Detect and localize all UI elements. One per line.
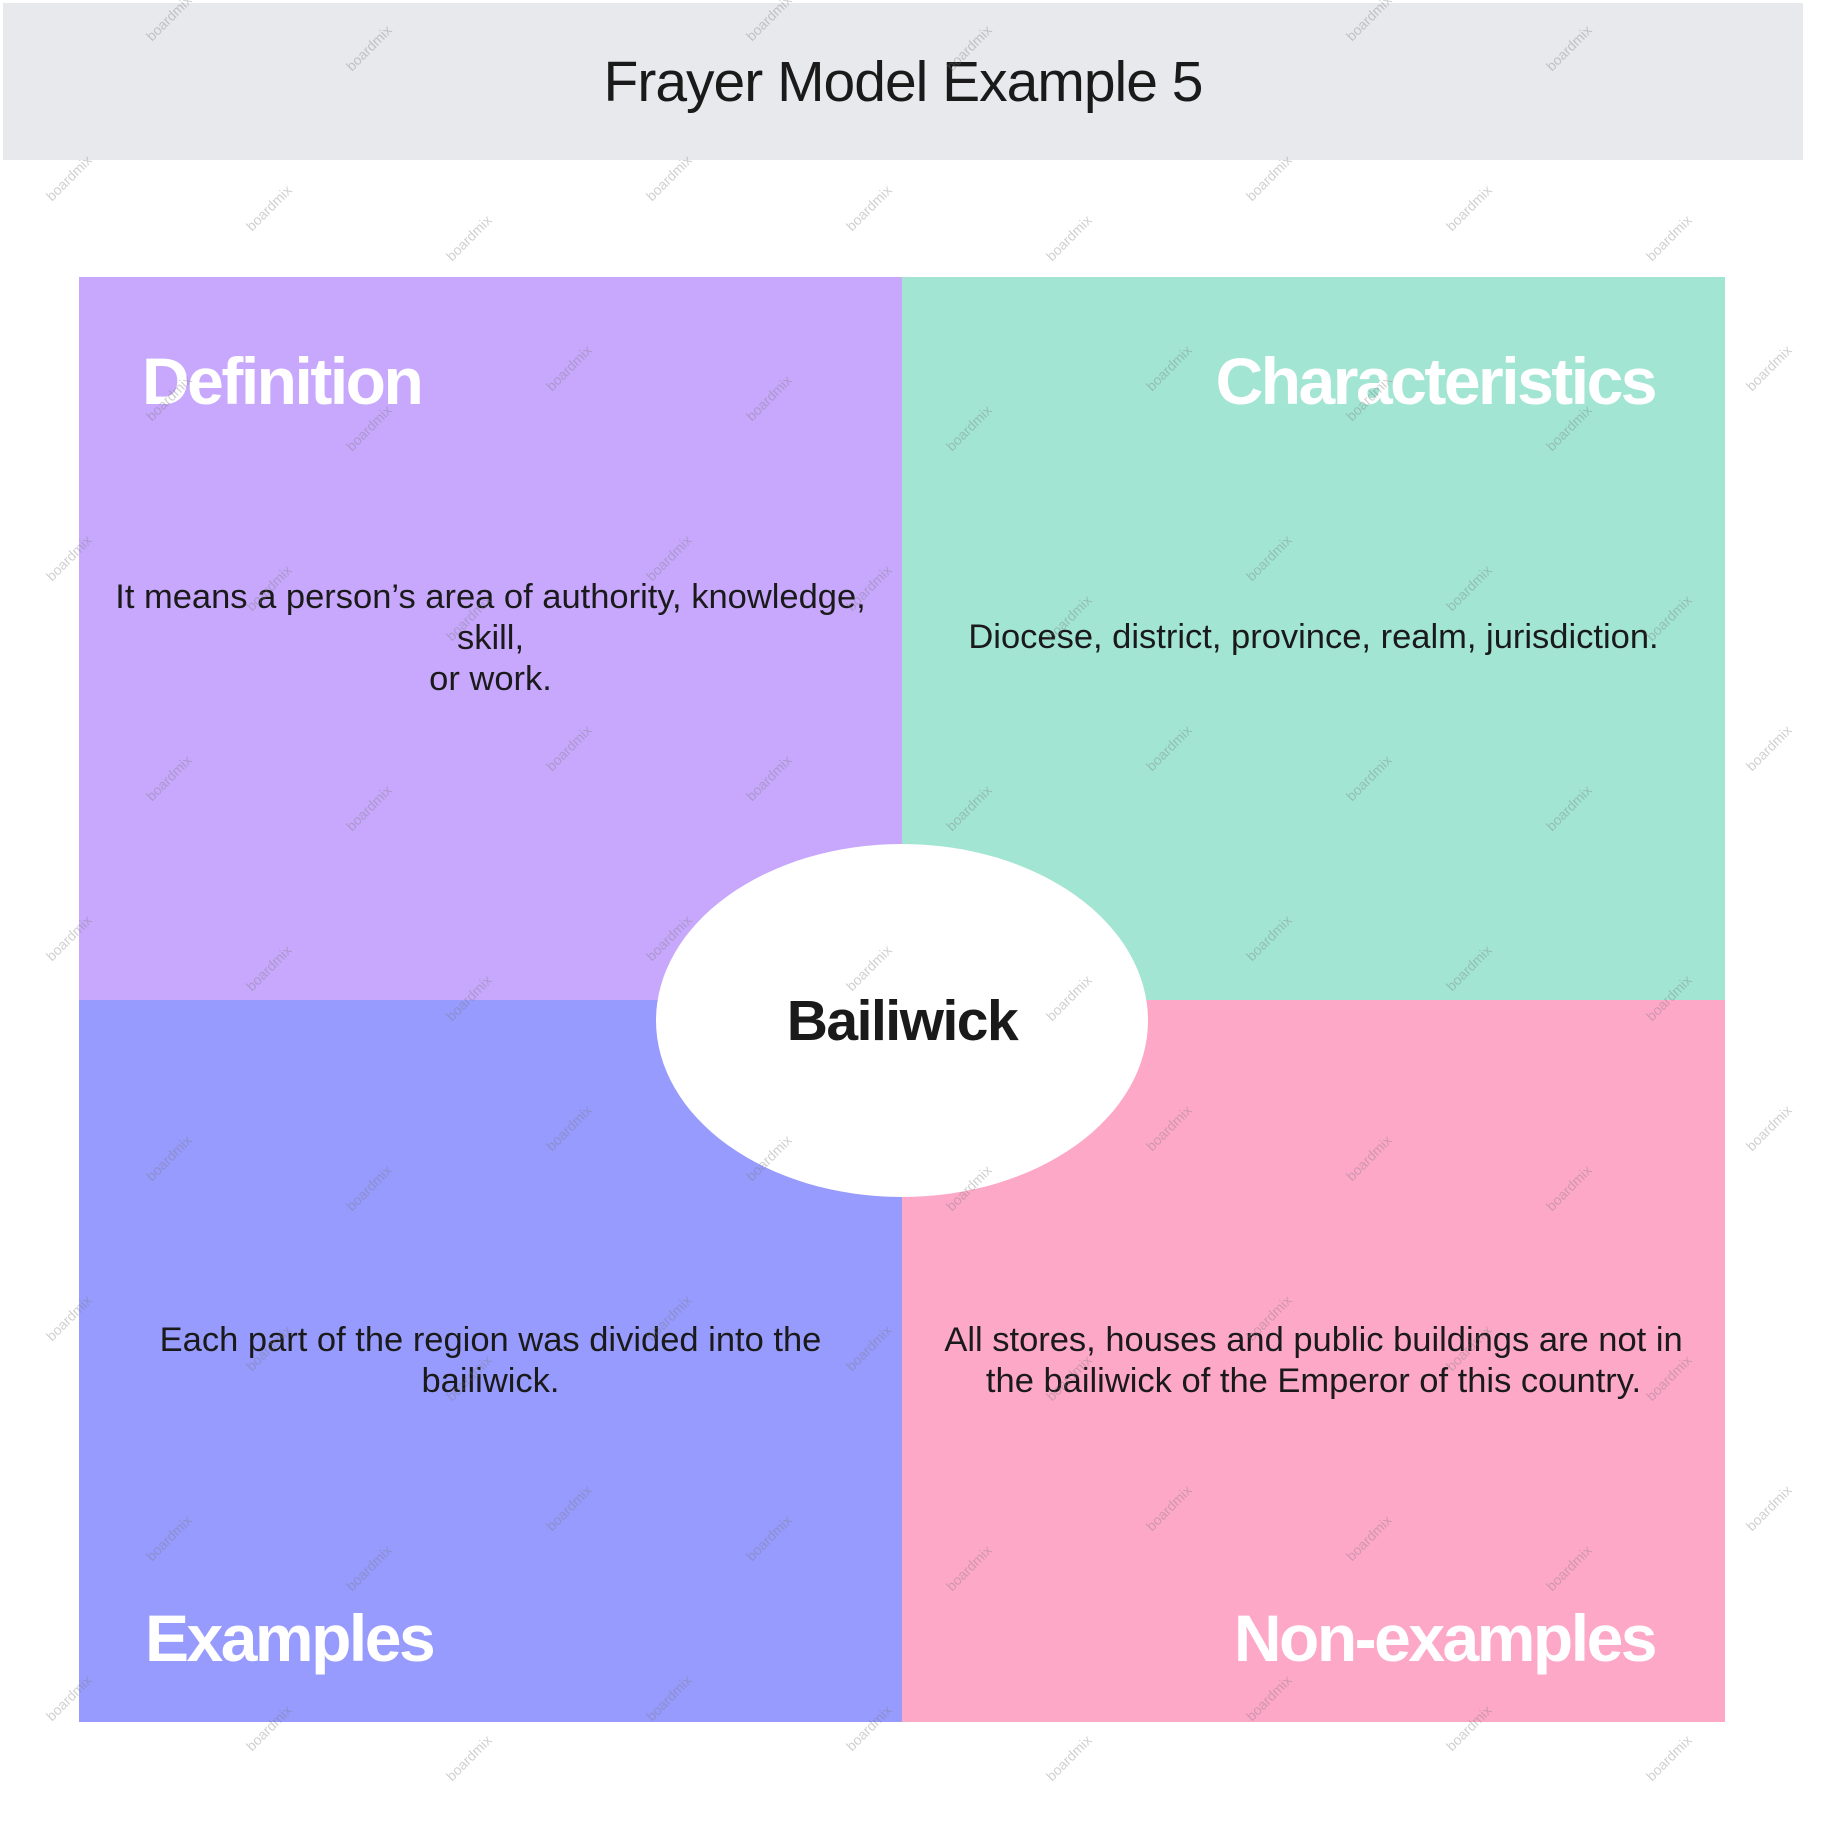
characteristics-heading: Characteristics	[1215, 344, 1658, 418]
page-title: Frayer Model Example 5	[603, 49, 1204, 114]
watermark-text: boardmix	[1742, 721, 1795, 775]
non-examples-text: All stores, houses and public buildings …	[944, 1321, 1683, 1400]
title-bar: Frayer Model Example 5	[3, 3, 1803, 160]
watermark-text: boardmix	[442, 211, 495, 265]
examples-text: Each part of the region was divided into…	[159, 1321, 822, 1400]
examples-heading: Examples	[145, 1601, 436, 1675]
definition-text: It means a person’s area of authority, k…	[115, 578, 866, 698]
watermark-text: boardmix	[1742, 1101, 1795, 1155]
non-examples-heading: Non-examples	[1233, 1601, 1658, 1675]
watermark-text: boardmix	[1742, 1481, 1795, 1535]
watermark-text: boardmix	[1642, 211, 1695, 265]
watermark-text: boardmix	[1742, 341, 1795, 395]
watermark-text: boardmix	[242, 181, 295, 235]
watermark-text: boardmix	[1042, 1731, 1095, 1785]
definition-quadrant: Definition It means a person’s area of a…	[79, 277, 902, 1000]
watermark-text: boardmix	[1642, 1731, 1695, 1785]
definition-heading: Definition	[142, 344, 424, 418]
watermark-text: boardmix	[1042, 211, 1095, 265]
watermark-text: boardmix	[842, 181, 895, 235]
center-oval: Bailiwick	[656, 844, 1148, 1197]
characteristics-text: Diocese, district, province, realm, juri…	[968, 618, 1659, 656]
watermark-text: boardmix	[442, 1731, 495, 1785]
center-word: Bailiwick	[786, 988, 1019, 1053]
watermark-text: boardmix	[1442, 181, 1495, 235]
